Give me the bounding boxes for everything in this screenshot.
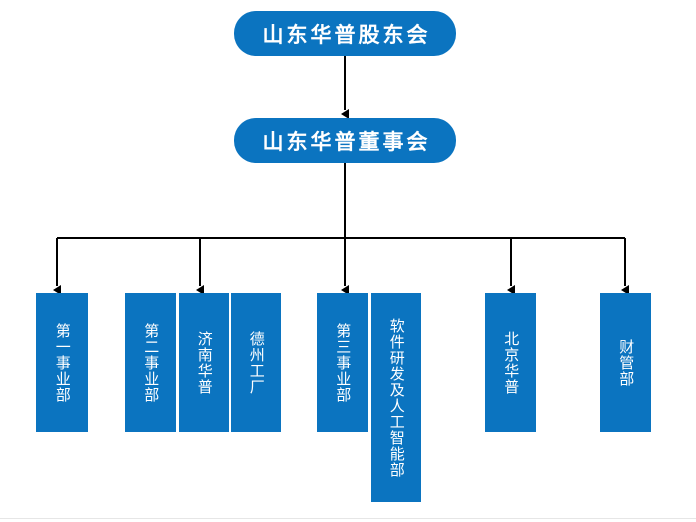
node-third-business-division[interactable]: 第三事业部 <box>317 293 368 432</box>
node-board-of-directors[interactable]: 山东华普董事会 <box>234 118 456 163</box>
node-jinan-huapu[interactable]: 济南华普 <box>179 293 229 432</box>
node-shareholders-meeting[interactable]: 山东华普股东会 <box>234 11 456 56</box>
node-beijing-huapu[interactable]: 北京华普 <box>485 293 536 432</box>
node-dezhou-factory[interactable]: 德州工厂 <box>231 293 281 432</box>
node-finance-management-department[interactable]: 财管部 <box>600 293 651 432</box>
footer-divider <box>0 518 696 519</box>
node-second-business-division[interactable]: 第二事业部 <box>125 293 176 432</box>
node-first-business-division[interactable]: 第一事业部 <box>36 293 88 432</box>
node-software-rnd-and-ai-department[interactable]: 软件研发及人工智能部 <box>371 293 421 502</box>
